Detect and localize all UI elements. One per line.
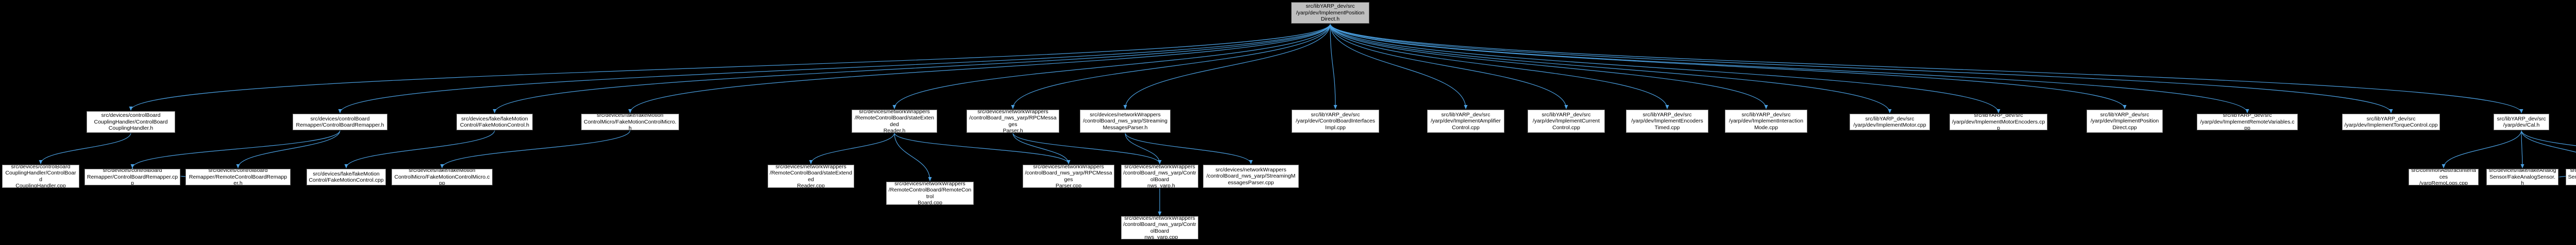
graph-edge: [1330, 23, 2523, 114]
graph-edge: [1330, 23, 1768, 110]
graph-node[interactable]: src/devices/fake/fakeMotion Control/Fake…: [456, 114, 533, 130]
graph-edge: [2521, 130, 2576, 146]
graph-edge: [440, 130, 631, 169]
graph-node[interactable]: src/libYARP_dev/src /yarp/dev/ImplementM…: [1850, 114, 1930, 130]
graph-edge: [344, 130, 495, 169]
graph-edge: [1125, 132, 1253, 165]
graph-edge: [809, 132, 895, 165]
graph-node[interactable]: src/devices/fake/fakeMotion Control/Fake…: [307, 169, 386, 185]
graph-edge: [1330, 23, 2393, 114]
graph-node[interactable]: src/devices/networkWrappers /RemoteContr…: [886, 182, 974, 205]
graph-node[interactable]: src/devices/networkWrappers /controlBoar…: [1121, 216, 1198, 239]
graph-node[interactable]: src/devices/fake/fakeMotion ControlMicro…: [392, 169, 493, 185]
graph-edge: [130, 130, 341, 169]
graph-node[interactable]: src/devices/networkWrappers /controlBoar…: [1023, 165, 1114, 188]
graph-edge: [129, 23, 1331, 111]
graph-node[interactable]: src/devices/controlBoard Remapper/Contro…: [84, 169, 180, 185]
graph-edge: [1011, 23, 1331, 110]
graph-edge: [1330, 23, 2001, 114]
graph-node[interactable]: src/libYARP_dev/src /yarp/dev/ImplementE…: [1626, 110, 1708, 133]
graph-edge: [1012, 132, 1162, 165]
graph-node[interactable]: src/devices/networkWrappers /RemoteContr…: [768, 165, 854, 188]
graph-edge: [894, 132, 1071, 165]
graph-node[interactable]: src/devices/networkWrappers /controlBoar…: [1121, 165, 1198, 188]
graph-edge: [1125, 132, 1162, 165]
graph-node[interactable]: src/libYARP_dev/src /yarp/dev/ImplementC…: [1528, 110, 1605, 133]
graph-node[interactable]: src/libYARP_dev/src /yarp/dev/Cal.h: [2494, 114, 2549, 130]
graph-node[interactable]: src/commonAbstractInterfaces /yarpRemoLo…: [2409, 169, 2479, 185]
graph-node[interactable]: src/libYARP_dev/src /yarp/dev/ImplementI…: [1725, 110, 1807, 133]
graph-node[interactable]: src/libYARP_dev/src /yarp/dev/ImplementP…: [2087, 110, 2163, 133]
graph-node[interactable]: src/devices/networkWrappers /RemoteContr…: [852, 110, 937, 133]
graph-node[interactable]: src/libYARP_dev/src /yarp/dev/ImplementM…: [1950, 114, 2047, 130]
graph-node[interactable]: src/devices/fake/fakeAnalog Sensor/FakeA…: [2486, 169, 2558, 185]
graph-edge: [1330, 23, 1669, 110]
graph-edge: [1330, 23, 2127, 110]
graph-edge: [39, 132, 131, 165]
graph-node[interactable]: src/devices/controlBoard Remapper/Contro…: [293, 114, 387, 130]
graph-node[interactable]: src/libYARP_dev/src /yarp/dev/ImplementA…: [1427, 110, 1504, 133]
graph-edge: [493, 23, 1331, 114]
graph-node[interactable]: src/devices/controlBoard CouplingHandler…: [2, 165, 79, 188]
graph-edge: [1330, 23, 1468, 110]
graph-node[interactable]: src/devices/networkWrappers /controlBoar…: [1203, 165, 1299, 188]
graph-node[interactable]: src/devices/controlBoard Remapper/Remote…: [185, 169, 291, 185]
graph-edge: [892, 23, 1331, 110]
graph-edge: [338, 23, 1331, 114]
graph-edge: [894, 132, 932, 182]
graph-node[interactable]: src/devices/fake/fakeAnalog Sensor/FakeA…: [2566, 169, 2576, 185]
graph-edge: [2442, 130, 2522, 169]
graph-node[interactable]: src/libYARP_dev/src /yarp/dev/ControlBoa…: [1292, 110, 1379, 133]
graph-edge: [1330, 23, 2249, 114]
graph-node[interactable]: src/devices/networkWrappers /controlBoar…: [967, 110, 1059, 133]
graph-node[interactable]: src/devices/controlBoard CouplingHandler…: [87, 111, 175, 133]
graph-node[interactable]: src/devices/fake/fakeMotion ControlMicro…: [581, 114, 679, 130]
graph-edge: [1012, 132, 1071, 165]
graph-edge: [1330, 23, 1337, 110]
graph-edge: [236, 130, 341, 169]
graph-edge: [2520, 130, 2524, 169]
graph-node[interactable]: src/libYARP_dev/src /yarp/dev/ImplementR…: [2197, 114, 2298, 130]
graph-edge: [628, 23, 1331, 114]
graph-edge: [1123, 23, 1331, 110]
graph-node[interactable]: src/libYARP_dev/src /yarp/dev/ImplementT…: [2342, 114, 2440, 130]
graph-edge: [1330, 23, 1568, 110]
graph-edge: [2521, 130, 2576, 153]
graph-node-root[interactable]: src/libYARP_dev/src /yarp/dev/ImplementP…: [1291, 2, 1369, 24]
graph-node[interactable]: src/devices/networkWrappers /controlBoar…: [1080, 110, 1171, 133]
graph-edge: [1330, 23, 1892, 114]
